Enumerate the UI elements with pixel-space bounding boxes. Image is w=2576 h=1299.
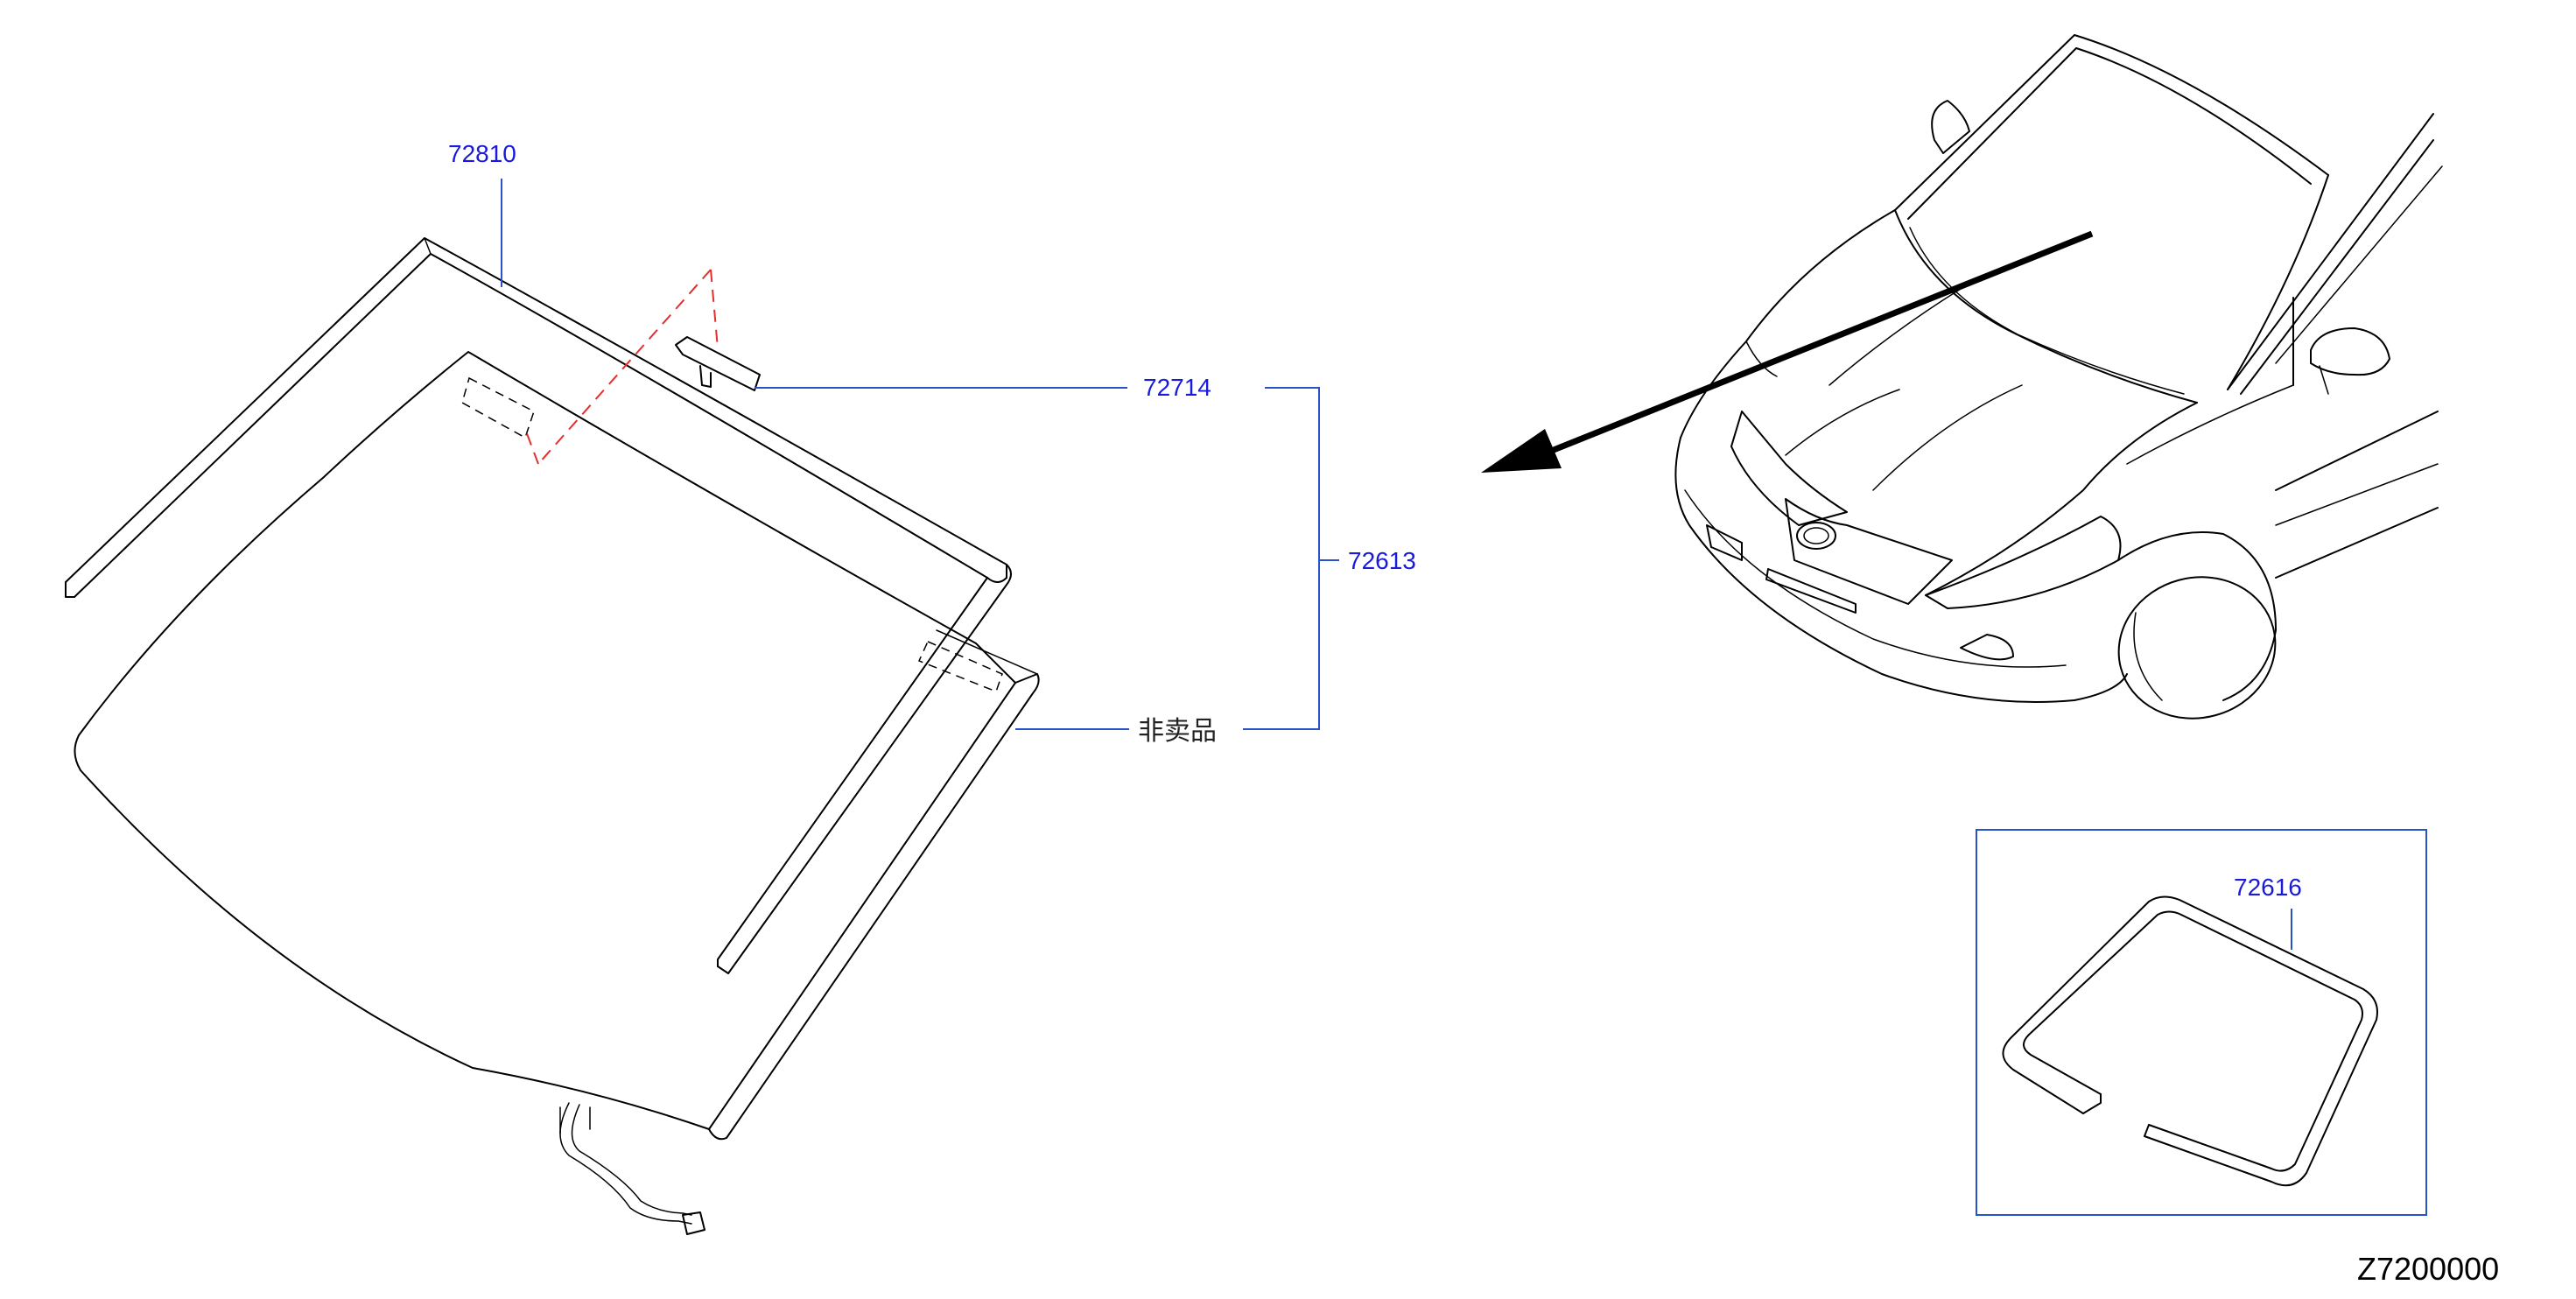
- callout-72810: 72810: [448, 140, 516, 167]
- callout-not-sold: 非卖品: [1138, 716, 1217, 747]
- sensor-bracket: [524, 269, 761, 465]
- callout-72714: 72714: [1143, 374, 1211, 401]
- windshield-molding: [65, 237, 1012, 974]
- windshield-glass: [74, 351, 1040, 1235]
- callout-72616: 72616: [2234, 874, 2302, 901]
- direction-arrow: [1481, 230, 2094, 473]
- inset-detail: [1976, 829, 2427, 1216]
- drawing-id: Z7200000: [2357, 1251, 2499, 1287]
- callout-72613: 72613: [1348, 547, 1416, 574]
- car-front-illustration: [1674, 34, 2443, 720]
- leader-lines: [501, 179, 2292, 950]
